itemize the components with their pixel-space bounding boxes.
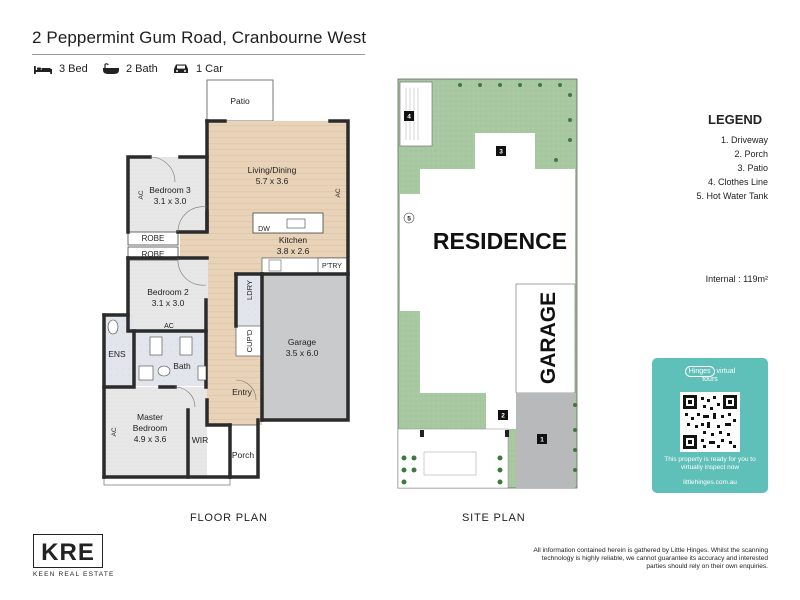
label-bedroom3: Bedroom 3 xyxy=(149,185,191,195)
label-master-2: Bedroom xyxy=(133,423,168,433)
car-icon xyxy=(174,64,188,73)
hot-water-tank xyxy=(403,212,415,224)
label-master-size: 4.9 x 3.6 xyxy=(134,434,167,444)
car-count: 1 Car xyxy=(196,63,223,75)
label-kitchen: Kitchen xyxy=(279,235,308,245)
label-cupd: CUP'D xyxy=(245,329,254,352)
living-floor xyxy=(207,121,348,271)
legend-item-clothes-line: 4. Clothes Line xyxy=(707,177,768,187)
bath-count: 2 Bath xyxy=(126,63,158,75)
label-wir: WIR xyxy=(192,435,209,445)
marker-3: 3 xyxy=(499,149,503,156)
label-master: Master xyxy=(137,412,163,422)
bath-feature: 2 Bath xyxy=(102,63,158,75)
label-dw: DW xyxy=(258,226,270,233)
company-logo: KRE xyxy=(33,534,103,573)
legend-item-driveway: 1. Driveway xyxy=(720,135,768,145)
marker-5: 5 xyxy=(407,216,411,223)
hinges-logo: Hinges virtual tours xyxy=(678,366,742,388)
label-living: Living/Dining xyxy=(248,165,297,175)
label-ac-living: AC xyxy=(335,188,342,197)
site-plan-label: SITE PLAN xyxy=(462,512,526,524)
garage-footprint xyxy=(515,283,576,394)
marker-1: 1 xyxy=(540,437,544,444)
brand-name: Hinges xyxy=(684,366,715,377)
site-plan: RESIDENCE GARAGE 1 2 3 4 5 xyxy=(397,78,578,489)
label-ens: ENS xyxy=(108,349,126,359)
marker-2: 2 xyxy=(501,413,505,420)
garage-floor xyxy=(262,274,348,420)
label-living-size: 5.7 x 3.6 xyxy=(256,176,289,186)
company-name: KEEN REAL ESTATE xyxy=(33,571,115,578)
laundry-floor xyxy=(236,274,262,326)
porch-area xyxy=(229,424,259,478)
label-entry: Entry xyxy=(232,387,253,397)
promo-text: This property is ready for you to virtua… xyxy=(664,456,756,471)
bedroom2-floor xyxy=(128,258,208,331)
internal-area: Internal : 119m² xyxy=(705,274,768,284)
label-garage: Garage xyxy=(288,337,317,347)
label-ac-bed2: AC xyxy=(164,323,174,330)
label-robe-2: ROBE xyxy=(142,250,165,259)
label-bedroom2: Bedroom 2 xyxy=(147,287,189,297)
company-mark: KRE xyxy=(41,539,95,566)
bed-count: 3 Bed xyxy=(59,63,88,75)
legend-item-porch: 2. Porch xyxy=(734,149,768,159)
walls xyxy=(102,119,350,479)
virtual-tour-card[interactable]: Hinges virtual tours This property is re… xyxy=(652,358,768,493)
car-feature: 1 Car xyxy=(172,63,223,75)
label-porch: Porch xyxy=(232,450,254,460)
bed-icon xyxy=(34,66,52,74)
residence-footprint xyxy=(420,169,575,393)
bed-feature: 3 Bed xyxy=(33,63,88,75)
bath-icon xyxy=(103,63,119,74)
sink-icon xyxy=(286,218,306,229)
cooktop-icon xyxy=(268,259,282,272)
label-ac-bed3: AC xyxy=(138,190,145,199)
label-bedroom3-size: 3.1 x 3.0 xyxy=(154,196,187,206)
patio-area xyxy=(206,79,274,122)
floor-plan: Patio Living/Dining 5.7 x 3.6 Bedroom 3 … xyxy=(102,79,350,486)
brand-subtitle: virtual tours xyxy=(702,368,736,383)
label-ac-master: AC xyxy=(111,427,118,436)
label-robe-1: ROBE xyxy=(142,234,165,243)
label-patio: Patio xyxy=(230,96,250,106)
header-divider xyxy=(32,54,365,55)
page-title: 2 Peppermint Gum Road, Cranbourne West xyxy=(32,28,367,47)
floor-plan-label: FLOOR PLAN xyxy=(190,512,268,524)
garage-site-label: GARAGE xyxy=(537,292,560,384)
label-ldry: LDRY xyxy=(245,280,254,300)
label-kitchen-size: 3.8 x 2.6 xyxy=(277,246,310,256)
promo-url[interactable]: littlehinges.com.au xyxy=(683,479,737,486)
toilet-icon xyxy=(107,319,119,335)
bedroom3-floor xyxy=(128,157,208,232)
qr-code-icon[interactable] xyxy=(680,392,740,452)
disclaimer: All information contained herein is gath… xyxy=(533,547,768,570)
legend-item-hot-water-tank: 5. Hot Water Tank xyxy=(696,191,768,201)
basin-icon xyxy=(138,365,154,381)
master-floor xyxy=(104,387,207,477)
label-ptry: P'TRY xyxy=(322,263,342,270)
marker-4: 4 xyxy=(407,114,411,121)
label-bedroom2-size: 3.1 x 3.0 xyxy=(152,298,185,308)
label-bath: Bath xyxy=(173,361,191,371)
label-garage-size: 3.5 x 6.0 xyxy=(286,348,319,358)
legend-title: LEGEND xyxy=(708,112,763,127)
residence-label: RESIDENCE xyxy=(433,228,567,254)
legend-item-patio: 3. Patio xyxy=(737,163,768,173)
